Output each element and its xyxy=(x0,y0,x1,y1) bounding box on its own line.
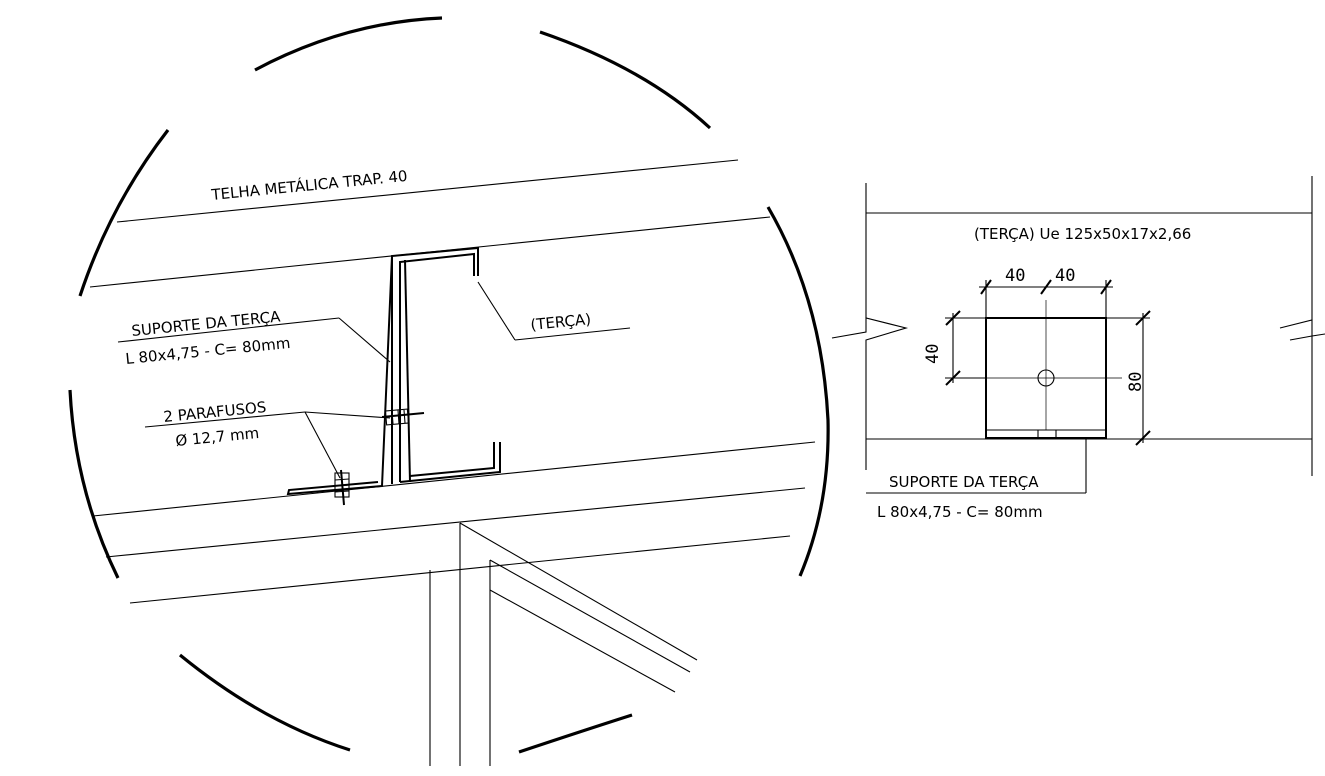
detail-circle: TELHA METÁLICA TRAP. 40 (TERÇA) SUPORTE … xyxy=(68,16,830,766)
bolts-spec: Ø 12,7 mm xyxy=(175,424,260,450)
side-view: 40 40 40 80 (TERÇA) Ue 125x50x17x2,66 SU… xyxy=(831,176,1325,521)
bolt-hole-icon xyxy=(1037,369,1055,387)
side-support-spec: L 80x4,75 - C= 80mm xyxy=(877,503,1043,521)
purlin-section xyxy=(391,246,501,484)
dim-top-right: 40 xyxy=(1055,266,1075,286)
dim-right: 80 xyxy=(1126,372,1146,392)
bolts-title: 2 PARAFUSOS xyxy=(163,398,267,426)
purlin-spec: (TERÇA) Ue 125x50x17x2,66 xyxy=(974,225,1191,243)
detail-circle-boundary xyxy=(68,16,830,754)
bolt-icon xyxy=(334,469,350,506)
purlin-beam xyxy=(831,176,1325,476)
purlin-label: (TERÇA) xyxy=(530,310,592,334)
truss-members xyxy=(429,522,698,766)
roof-lines xyxy=(89,159,816,604)
support-angle xyxy=(286,255,411,496)
support-leader xyxy=(866,439,1087,494)
support-title: SUPORTE DA TERÇA xyxy=(131,307,282,340)
leaders xyxy=(117,281,631,479)
dim-left: 40 xyxy=(923,344,943,364)
side-support-title: SUPORTE DA TERÇA xyxy=(889,473,1039,491)
dimension-lines xyxy=(945,279,1151,446)
support-plate xyxy=(970,300,1122,439)
dim-top-left: 40 xyxy=(1005,266,1025,286)
roof-tile-label: TELHA METÁLICA TRAP. 40 xyxy=(210,166,409,204)
bolt-icon xyxy=(381,408,425,426)
